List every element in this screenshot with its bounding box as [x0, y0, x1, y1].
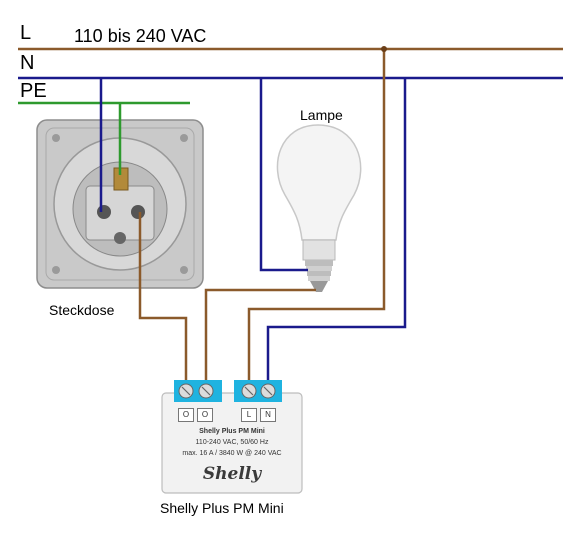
socket-outlet — [36, 119, 204, 289]
earth-label: PE — [20, 80, 47, 102]
terminal-o1: O — [178, 408, 194, 422]
module-name: Shelly Plus PM Mini — [199, 428, 265, 435]
lamp-bulb — [276, 124, 362, 292]
shelly-logo: Shelly — [202, 464, 262, 484]
socket-label: Steckdose — [49, 302, 115, 318]
neutral-wire-module — [266, 78, 407, 392]
module-spec-1: 110-240 VAC, 50/60 Hz — [195, 439, 269, 446]
terminal-n: N — [260, 408, 276, 422]
voltage-label: 110 bis 240 VAC — [74, 26, 207, 46]
neutral-label: N — [20, 52, 35, 74]
line-junction — [381, 46, 387, 52]
line-wire-lamp — [204, 288, 316, 392]
terminal-o2: O — [197, 408, 213, 422]
lamp-label: Lampe — [300, 107, 343, 123]
module-label: Shelly Plus PM Mini — [160, 500, 284, 516]
terminal-l: L — [241, 408, 257, 422]
neutral-wire-lamp — [259, 78, 308, 272]
line-wire-socket — [138, 212, 188, 392]
line-label: L — [20, 22, 32, 44]
module-spec-2: max. 16 A / 3840 W @ 240 VAC — [182, 450, 282, 457]
line-wire-module — [247, 49, 386, 392]
